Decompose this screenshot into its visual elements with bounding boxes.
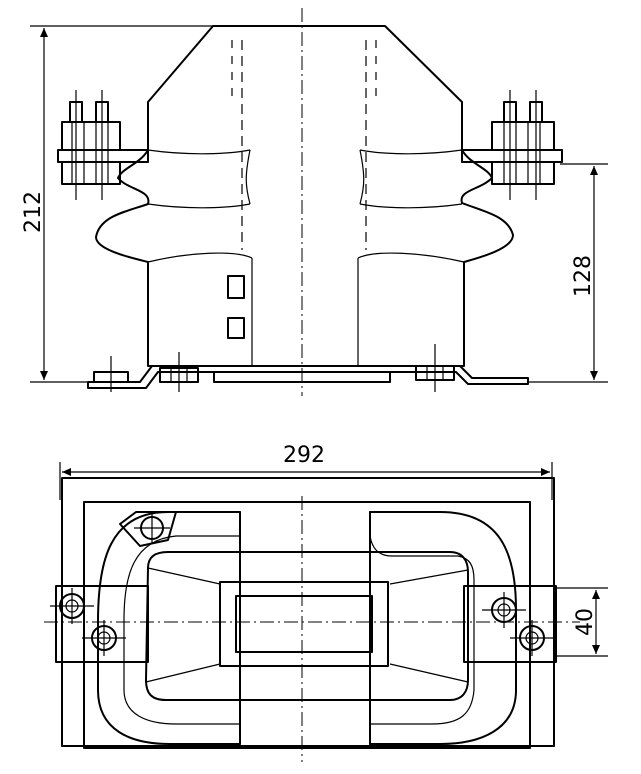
bolt-right-lower [510, 620, 554, 656]
central-terminal-box [219, 581, 389, 667]
dimension-128: 128 [528, 163, 608, 383]
right-mounting-bar [463, 585, 557, 663]
dimension-40: 40 [556, 587, 608, 657]
core-section [145, 551, 469, 701]
right-terminal-assembly [461, 90, 563, 200]
ground-clamp [93, 356, 129, 392]
bolt-left-lower [82, 620, 126, 656]
base-nut-right [415, 344, 455, 392]
base-plate [87, 365, 529, 389]
inner-frame [83, 501, 531, 749]
body-right-section [369, 511, 517, 745]
plan-view: 292 40 [44, 443, 608, 762]
base-nut-left [159, 352, 199, 392]
bolt-top-left [119, 511, 177, 547]
dimension-label-128: 128 [571, 255, 596, 297]
left-terminal-assembly [57, 90, 149, 200]
base-slot [213, 371, 391, 383]
bolt-right-upper [482, 592, 526, 628]
transformer-body [95, 25, 514, 367]
dimension-label-292: 292 [283, 443, 325, 468]
dimension-label-40: 40 [573, 608, 598, 636]
dimension-292: 292 [59, 443, 553, 500]
body-left-section [97, 511, 241, 745]
terminal-box-upper [227, 275, 245, 299]
dimension-212: 212 [21, 25, 213, 383]
dimension-label-212: 212 [21, 191, 46, 233]
front-view: 212 128 [21, 8, 608, 396]
bolt-left-upper [50, 588, 94, 624]
central-terminal-window [235, 595, 373, 653]
terminal-box-lower [227, 317, 245, 339]
